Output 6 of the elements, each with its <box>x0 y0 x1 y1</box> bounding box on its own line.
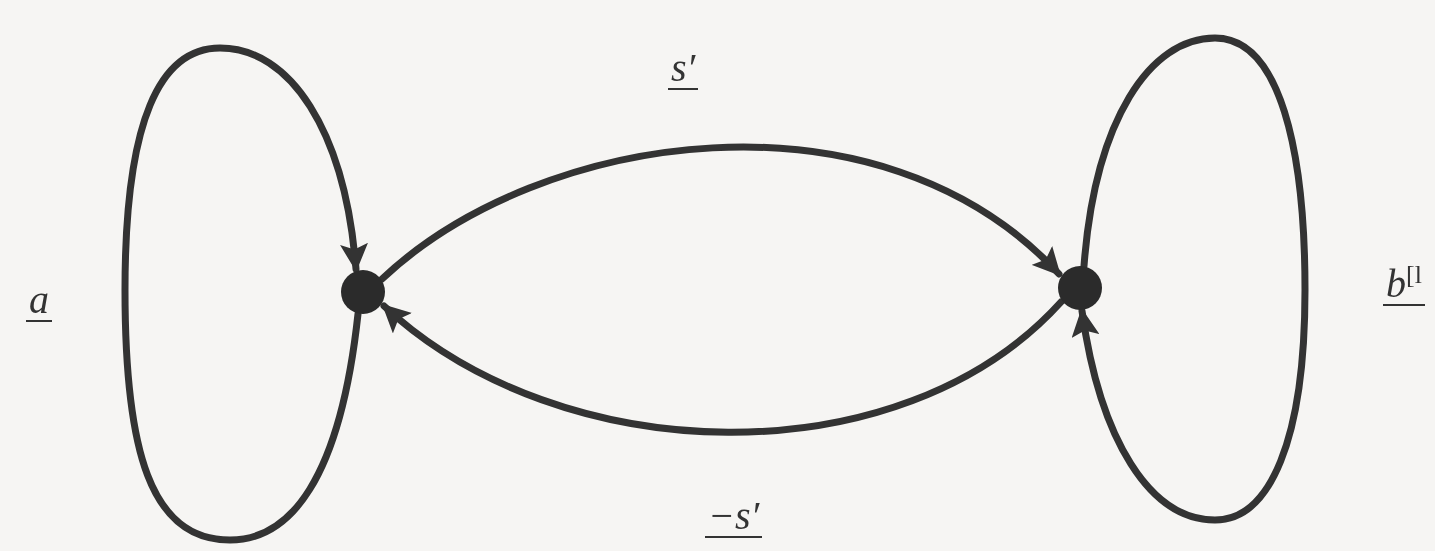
node-dot <box>341 270 385 314</box>
arrow <box>1072 34 1309 524</box>
arrow <box>380 298 1065 436</box>
node-dot <box>1058 266 1102 310</box>
arrow <box>121 44 368 544</box>
arrow <box>378 144 1063 283</box>
